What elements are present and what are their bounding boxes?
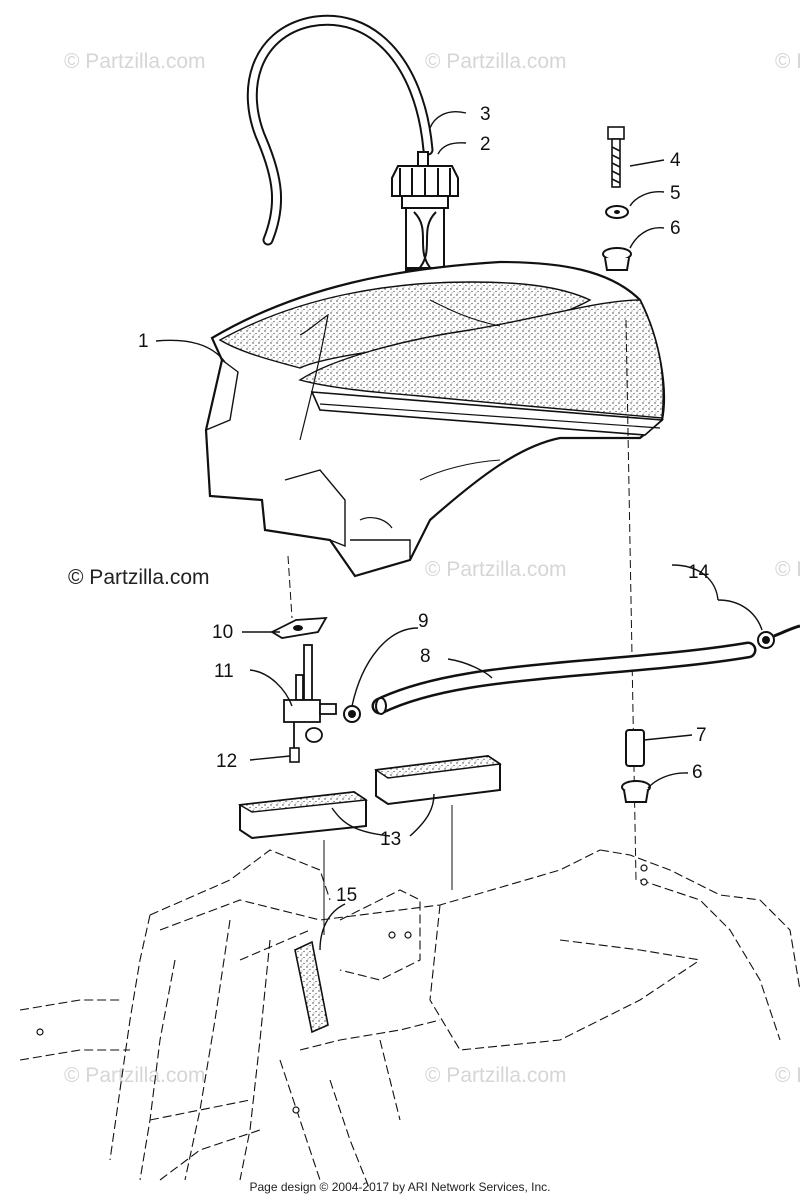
page-footer: Page design © 2004-2017 by ARI Network S… (249, 1180, 551, 1194)
hose-clamp-right (757, 631, 775, 649)
fuel-tank (204, 260, 666, 578)
watermark-3: © Partzilla.com (775, 50, 800, 73)
watermark-7: © Partzilla.com (425, 1064, 567, 1087)
tank-pads (237, 754, 502, 840)
callout-9: 9 (418, 611, 429, 632)
callout-3: 3 (480, 104, 491, 125)
fuel-valve (283, 644, 337, 752)
leader-lines (155, 111, 763, 951)
spacer (625, 729, 645, 767)
mount-line-right (625, 319, 637, 881)
copyright-text: © Partzilla.com (68, 566, 210, 589)
callout-14: 14 (688, 562, 710, 583)
callout-13: 13 (380, 829, 401, 850)
callout-11: 11 (214, 661, 234, 682)
watermarks: © Partzilla.com © Partzilla.com © Partzi… (64, 50, 800, 1087)
callout-6-lower: 6 (692, 762, 703, 783)
watermark-8: © Partzilla.com (775, 1064, 800, 1087)
watermark-4: © Partzilla.com (425, 558, 567, 581)
grommet-upper (602, 247, 632, 271)
callout-1: 1 (138, 331, 149, 352)
screw (289, 747, 300, 763)
watermark-2: © Partzilla.com (425, 50, 567, 73)
watermark-6: © Partzilla.com (64, 1064, 206, 1087)
watermark-1: © Partzilla.com (64, 50, 206, 73)
grommet-lower (621, 780, 651, 803)
callout-4: 4 (670, 150, 681, 171)
frame (19, 849, 800, 1191)
bolt (607, 126, 625, 188)
callout-2: 2 (480, 134, 491, 155)
callout-12: 12 (216, 751, 237, 772)
callout-15: 15 (336, 885, 357, 906)
watermark-5: © Partzilla.com (775, 558, 800, 581)
callouts: 1 2 3 4 5 6 6 7 8 9 10 11 12 13 14 15 (138, 104, 710, 906)
callout-8: 8 (420, 646, 431, 667)
callout-5: 5 (670, 183, 681, 204)
callout-6-upper: 6 (670, 218, 681, 239)
callout-7: 7 (696, 725, 707, 746)
callout-10: 10 (212, 622, 233, 643)
frame-pad (294, 940, 329, 1034)
petcock-gasket (270, 616, 328, 639)
hose-clamp-left (343, 705, 361, 723)
